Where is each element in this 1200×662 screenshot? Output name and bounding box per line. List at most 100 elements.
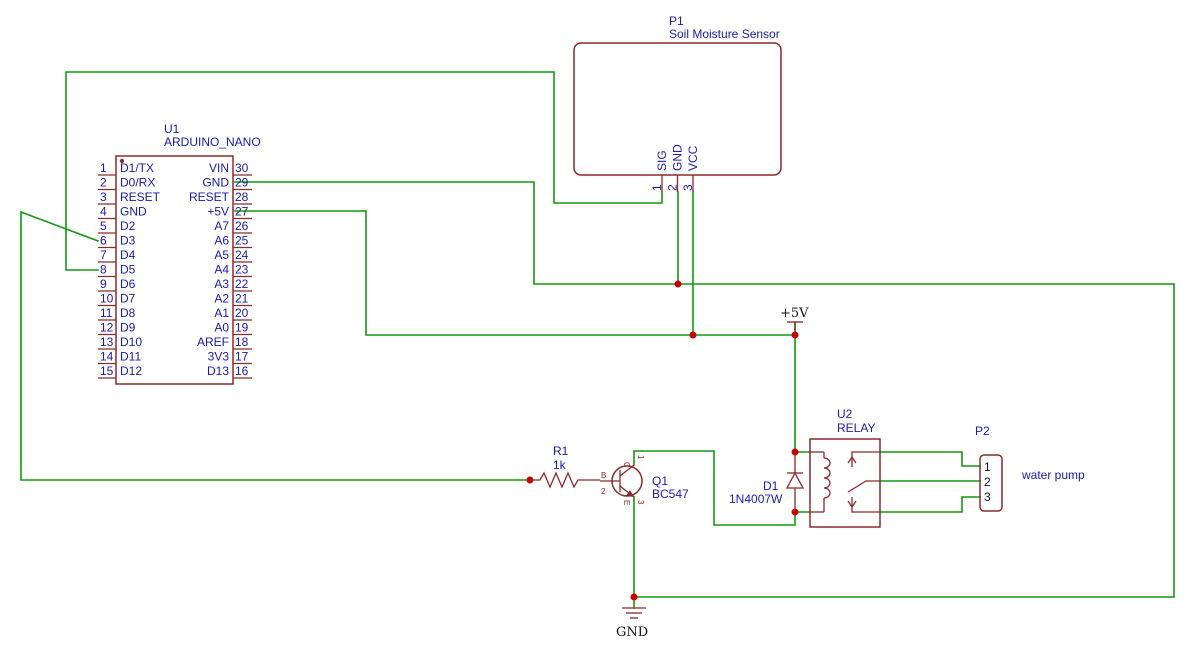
wire-relay-to-p2-1 <box>879 451 981 467</box>
relay-no-contact <box>851 451 880 467</box>
transistor-pin-2: 2 <box>601 487 606 496</box>
arduino-pin-number: 27 <box>235 205 249 219</box>
sensor-pin-number: 3 <box>681 184 695 191</box>
sensor-pin-name: SIG <box>655 150 669 171</box>
arduino-pin-name: RESET <box>189 190 230 204</box>
diode-d1: D1 1N4007W <box>729 452 805 512</box>
relay-body <box>809 438 881 528</box>
arduino-pin-name: AREF <box>197 335 229 349</box>
connector-body <box>979 454 1003 512</box>
junction-dot <box>689 331 697 339</box>
sensor-pin-number: 1 <box>650 184 664 191</box>
wire-5v-net <box>234 210 796 336</box>
arduino-pin-name: RESET <box>120 190 161 204</box>
arduino-pin-name: D10 <box>120 335 142 349</box>
arduino-pin-name: D5 <box>120 263 136 277</box>
resistor-zigzag <box>530 471 600 489</box>
wire-gnd-net <box>234 181 1175 598</box>
power-5v-label: +5V <box>780 306 809 321</box>
relay-value: RELAY <box>837 421 875 435</box>
arduino-pin-number: 12 <box>100 321 114 335</box>
arduino-pin-number: 20 <box>235 306 249 320</box>
arduino-pin-number: 18 <box>235 335 249 349</box>
connector-pin-3: 3 <box>984 490 991 504</box>
arduino-pin-number: 5 <box>100 219 107 233</box>
resistor-value: 1k <box>553 458 567 472</box>
arduino-pin-name: A7 <box>214 219 229 233</box>
junction-dot <box>674 280 682 288</box>
arduino-pin-name: D9 <box>120 321 136 335</box>
arduino-pin-number: 24 <box>235 248 249 262</box>
arduino-pin-number: 16 <box>235 364 249 378</box>
ground-symbol: GND <box>616 607 648 640</box>
resistor-r1: R1 1k <box>530 444 600 489</box>
arduino-pin-number: 29 <box>235 176 249 190</box>
diode-ref: D1 <box>763 479 779 493</box>
diode-triangle <box>785 471 805 489</box>
arduino-pin-name: D0/RX <box>120 176 155 190</box>
sensor-pin-name: GND <box>671 144 685 171</box>
arduino-pin-number: 7 <box>100 248 107 262</box>
arduino-pin-name: D2 <box>120 219 136 233</box>
sensor-pin-name: VCC <box>686 145 700 171</box>
transistor-collector-lead <box>619 464 635 477</box>
arduino-pin-number: 4 <box>100 205 107 219</box>
arduino-pin-name: A5 <box>214 248 229 262</box>
arduino-pin-number: 15 <box>100 364 114 378</box>
arduino-pin-name: D6 <box>120 277 136 291</box>
connector-note: water pump <box>1021 468 1085 482</box>
arduino-pin-name: A4 <box>214 263 229 277</box>
arduino-pin-number: 2 <box>100 176 107 190</box>
arduino-pin-name: D3 <box>120 234 136 248</box>
arduino-body <box>115 155 234 385</box>
arduino-pin-number: 3 <box>100 190 107 204</box>
connector-ref: P2 <box>975 424 990 438</box>
relay-u2: U2 RELAY <box>809 407 881 528</box>
arduino-pin-name: A0 <box>214 321 229 335</box>
relay-arrow-top <box>847 455 857 464</box>
arduino-pin-name: GND <box>202 176 229 190</box>
arduino-pin-name: 3V3 <box>208 350 230 364</box>
gnd-label: GND <box>616 625 648 640</box>
arduino-pin-number: 19 <box>235 321 249 335</box>
arduino-pin-number: 22 <box>235 277 249 291</box>
arduino-nano: U1 ARDUINO_NANO D1/TX1D0/RX2RESET3GND4D2… <box>98 122 261 385</box>
wire-5v-to-relay <box>794 321 811 453</box>
arduino-pin-number: 17 <box>235 350 249 364</box>
junction-dot <box>630 593 638 601</box>
arduino-pin-name: GND <box>120 205 147 219</box>
transistor-pin-1: 1 <box>636 455 645 460</box>
connector-pin-1: 1 <box>984 460 991 474</box>
arduino-pin-name: A6 <box>214 234 229 248</box>
wire-d3-to-resistor <box>20 210 531 481</box>
transistor-ref: Q1 <box>652 474 668 488</box>
arduino-pin-name: D4 <box>120 248 136 262</box>
relay-arrow-bottom <box>847 500 857 509</box>
arduino-pin-number: 1 <box>100 161 107 175</box>
relay-nc-contact <box>851 497 880 513</box>
arduino-pin-name: A3 <box>214 277 229 291</box>
diode-value: 1N4007W <box>729 492 783 506</box>
arduino-ref: U1 <box>164 122 180 136</box>
wire-d5-to-sig <box>65 71 663 271</box>
arduino-pin-number: 11 <box>100 306 113 320</box>
power-5v-symbol: +5V <box>780 306 809 335</box>
arduino-pin-name: D13 <box>207 364 229 378</box>
arduino-pin-number: 8 <box>100 263 107 277</box>
wire-relay-to-p2-3 <box>879 496 981 513</box>
arduino-pin-number: 14 <box>100 350 114 364</box>
arduino-pin-name: +5V <box>207 205 229 219</box>
connector-pin-2: 2 <box>984 475 991 489</box>
pin1-marker <box>119 158 125 164</box>
transistor-q1: B 2 C 1 E 3 Q1 BC547 <box>600 455 689 505</box>
arduino-pin-number: 6 <box>100 234 107 248</box>
transistor-pin-c: C <box>622 462 631 468</box>
arduino-pin-name: D1/TX <box>120 161 154 175</box>
arduino-pin-number: 25 <box>235 234 249 248</box>
connector-p2: P2 1 2 3 water pump <box>975 424 1085 512</box>
transistor-pin-b: B <box>601 471 606 480</box>
transistor-emitter-arrow <box>626 490 634 497</box>
